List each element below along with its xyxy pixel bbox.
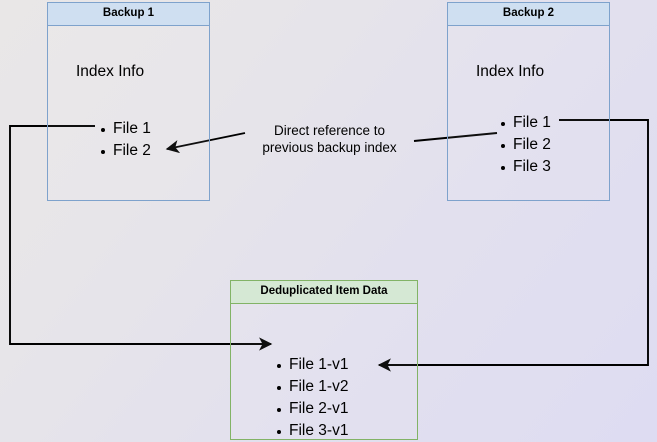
list-item: File 3	[499, 156, 551, 178]
list-item: File 1	[99, 118, 151, 140]
deduplicated-item-data-node[interactable]: Deduplicated Item Data File 1-v1 File 1-…	[230, 280, 418, 440]
backup-1-node[interactable]: Backup 1 Index Info File 1 File 2	[47, 2, 210, 201]
list-item: File 3-v1	[275, 420, 348, 442]
list-item: File 2	[99, 140, 151, 162]
backup-2-body: Index Info File 1 File 2 File 3	[448, 26, 609, 200]
list-item: File 1-v1	[275, 354, 348, 376]
list-item: File 2	[499, 134, 551, 156]
list-item: File 1-v2	[275, 376, 348, 398]
connector-backup2-index-to-label	[413, 132, 498, 142]
direct-reference-annotation: Direct reference to previous backup inde…	[262, 123, 397, 155]
backup-2-node[interactable]: Backup 2 Index Info File 1 File 2 File 3	[447, 2, 610, 201]
backup-1-index-label: Index Info	[76, 63, 145, 80]
backup-1-header: Backup 1	[48, 3, 209, 26]
dedup-file-list: File 1-v1 File 1-v2 File 2-v1 File 3-v1	[275, 354, 348, 442]
deduplicated-item-data-header: Deduplicated Item Data	[231, 281, 417, 304]
backup-1-body: Index Info File 1 File 2	[48, 26, 209, 200]
backup-2-header: Backup 2	[448, 3, 609, 26]
backup-2-index-label: Index Info	[476, 63, 545, 80]
list-item: File 2-v1	[275, 398, 348, 420]
connector-backup2-to-dedup	[377, 119, 649, 372]
list-item: File 1	[499, 112, 551, 134]
backup-2-file-list: File 1 File 2 File 3	[499, 112, 551, 178]
connector-backup1-to-dedup	[9, 125, 273, 351]
deduplicated-item-data-body: File 1-v1 File 1-v2 File 2-v1 File 3-v1	[231, 304, 417, 439]
connector-label-to-backup1-file2	[165, 132, 246, 154]
backup-1-file-list: File 1 File 2	[99, 118, 151, 162]
